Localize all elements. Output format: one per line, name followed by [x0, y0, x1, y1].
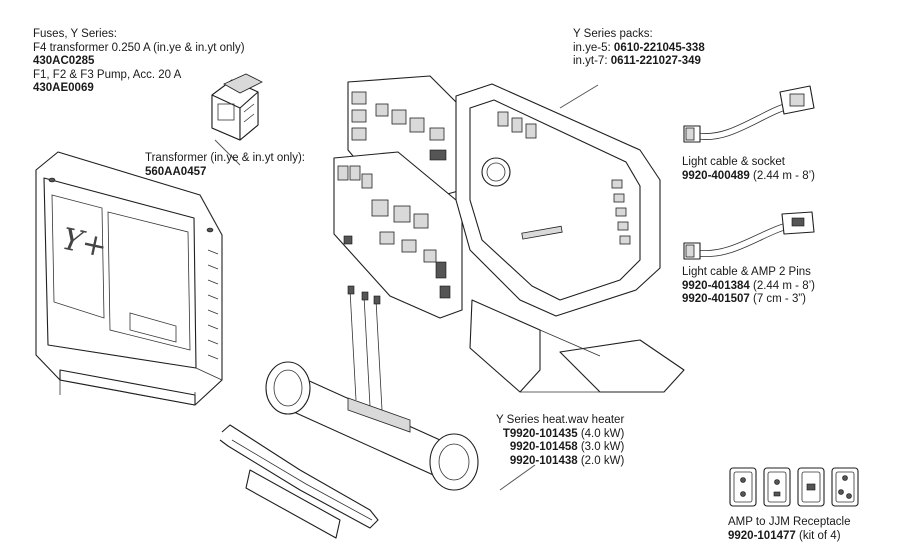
fuse-f4-part: 430AC0285 — [33, 55, 95, 67]
transformer-part — [211, 73, 263, 141]
fuse-f123-part: 430AE0069 — [33, 82, 94, 94]
light-cable-socket-part — [683, 85, 815, 143]
light-cable-amp-part — [683, 211, 815, 260]
fuses-heading: Fuses, Y Series: — [33, 28, 117, 40]
leader-transformer — [214, 139, 241, 166]
leader-packs — [559, 84, 599, 109]
light-amp-part2: 9920-401507 — [682, 293, 750, 305]
heater-part1: T9920-101435 — [502, 427, 578, 440]
heater-spec2: (3.0 kW) — [577, 441, 625, 453]
light-socket-label: Light cable & socket 9920-400489 (2.44 m… — [682, 156, 815, 183]
packs-heading: Y Series packs: — [573, 28, 653, 40]
fuses-label: Fuses, Y Series: F4 transformer 0.250 A … — [33, 28, 245, 96]
packs-label: Y Series packs: in.ye-5: 0610-221045-338… — [573, 28, 705, 69]
transformer-desc: Transformer (in.ye & in.yt only): — [145, 152, 305, 164]
heater-label: Y Series heat.wav heater T9920-101435 (4… — [496, 414, 624, 468]
heater-part3: 9920-101438 — [509, 454, 578, 467]
receptacle-label: AMP to JJM Receptacle 9920-101477 (kit o… — [728, 516, 851, 543]
receptacle-part: 9920-101477 — [728, 529, 796, 542]
light-amp-spec1: (2.44 m - 8’) — [749, 279, 815, 292]
transformer-label: Transformer (in.ye & in.yt only): 560AA0… — [145, 152, 305, 179]
light-amp-part1: 9920-401384 — [682, 279, 750, 292]
light-socket-spec: (2.44 m - 8’) — [749, 169, 815, 182]
light-socket-desc: Light cable & socket — [682, 156, 785, 168]
circuit-boards-part — [333, 75, 463, 319]
front-cover-part — [35, 151, 223, 406]
pack-yt7-label: in.yt-7: — [573, 55, 611, 67]
pack-ye5-label: in.ye-5: — [573, 41, 614, 54]
heater-part2: 9920-101458 — [509, 441, 578, 453]
transformer-part-number: 560AA0457 — [145, 165, 207, 178]
receptacle-desc: AMP to JJM Receptacle — [728, 516, 851, 528]
heater-heading: Y Series heat.wav heater — [496, 414, 625, 426]
pack-ye5-part: 0610-221045-338 — [613, 41, 705, 54]
receptacle-spec: (kit of 4) — [795, 529, 841, 542]
heater-bracket-part — [219, 424, 379, 539]
light-amp-label: Light cable & AMP 2 Pins 9920-401384 (2.… — [682, 266, 815, 307]
leader-heater — [499, 464, 536, 491]
receptacle-kit-part — [729, 467, 859, 507]
fuse-f123-desc: F1, F2 & F3 Pump, Acc. 20 A — [33, 68, 182, 81]
light-socket-part: 9920-400489 — [682, 169, 750, 182]
pack-enclosure-part — [455, 83, 685, 393]
pack-yt7-part: 0611-221027-349 — [610, 55, 701, 67]
heater-spec3: (2.0 kW) — [577, 454, 625, 467]
light-amp-spec2: (7 cm - 3”) — [749, 293, 807, 305]
heater-part — [265, 285, 479, 491]
heater-spec1: (4.0 kW) — [577, 427, 625, 440]
leader-lines — [214, 84, 599, 491]
fuse-f4-desc: F4 transformer 0.250 A (in.ye & in.yt on… — [33, 41, 245, 54]
light-amp-desc: Light cable & AMP 2 Pins — [682, 266, 811, 278]
